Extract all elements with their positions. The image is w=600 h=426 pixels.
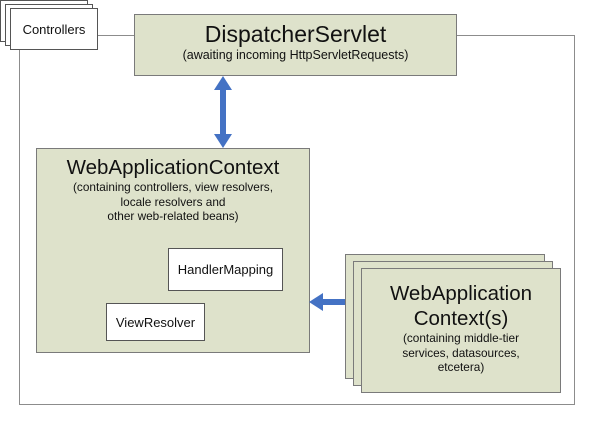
root-contexts-title-line1: WebApplication [389,282,533,305]
controllers-bean-box[interactable]: Controllers [10,8,98,50]
controllers-bean-label: Controllers [22,21,86,37]
root-contexts-subtitle-line1: (containing middle-tier [402,331,520,345]
root-contexts-subtitle-line2: services, datasources, [402,345,520,360]
web-application-context-subtitle-line2: locale resolvers and [120,194,226,209]
dispatcher-servlet-box[interactable]: DispatcherServlet (awaiting incoming Htt… [134,14,457,76]
dispatcher-to-web-context-arrow [214,76,232,148]
handler-mapping-bean-box[interactable]: HandlerMapping [168,248,283,291]
handler-mapping-bean-label: HandlerMapping [177,262,274,277]
web-application-context-title: WebApplicationContext [66,156,280,179]
dispatcher-servlet-title: DispatcherServlet [204,21,387,47]
web-application-context-subtitle-line1: (containing controllers, view resolvers, [73,180,273,194]
web-application-context-subtitle-line3: other web-related beans) [107,209,239,223]
controllers-bean-stack[interactable]: Controllers [0,0,98,50]
view-resolver-bean-box[interactable]: ViewResolver [106,303,205,341]
dispatcher-servlet-subtitle: (awaiting incoming HttpServletRequests) [182,48,409,62]
root-web-application-context-box[interactable]: WebApplication Context(s) (containing mi… [361,268,561,393]
view-resolver-bean-label: ViewResolver [115,314,196,330]
root-contexts-title-line2: Context(s) [413,307,509,330]
root-contexts-subtitle-line3: etcetera) [437,360,485,374]
root-web-application-contexts-stack[interactable]: WebApplication Context(s) (containing mi… [345,254,565,399]
